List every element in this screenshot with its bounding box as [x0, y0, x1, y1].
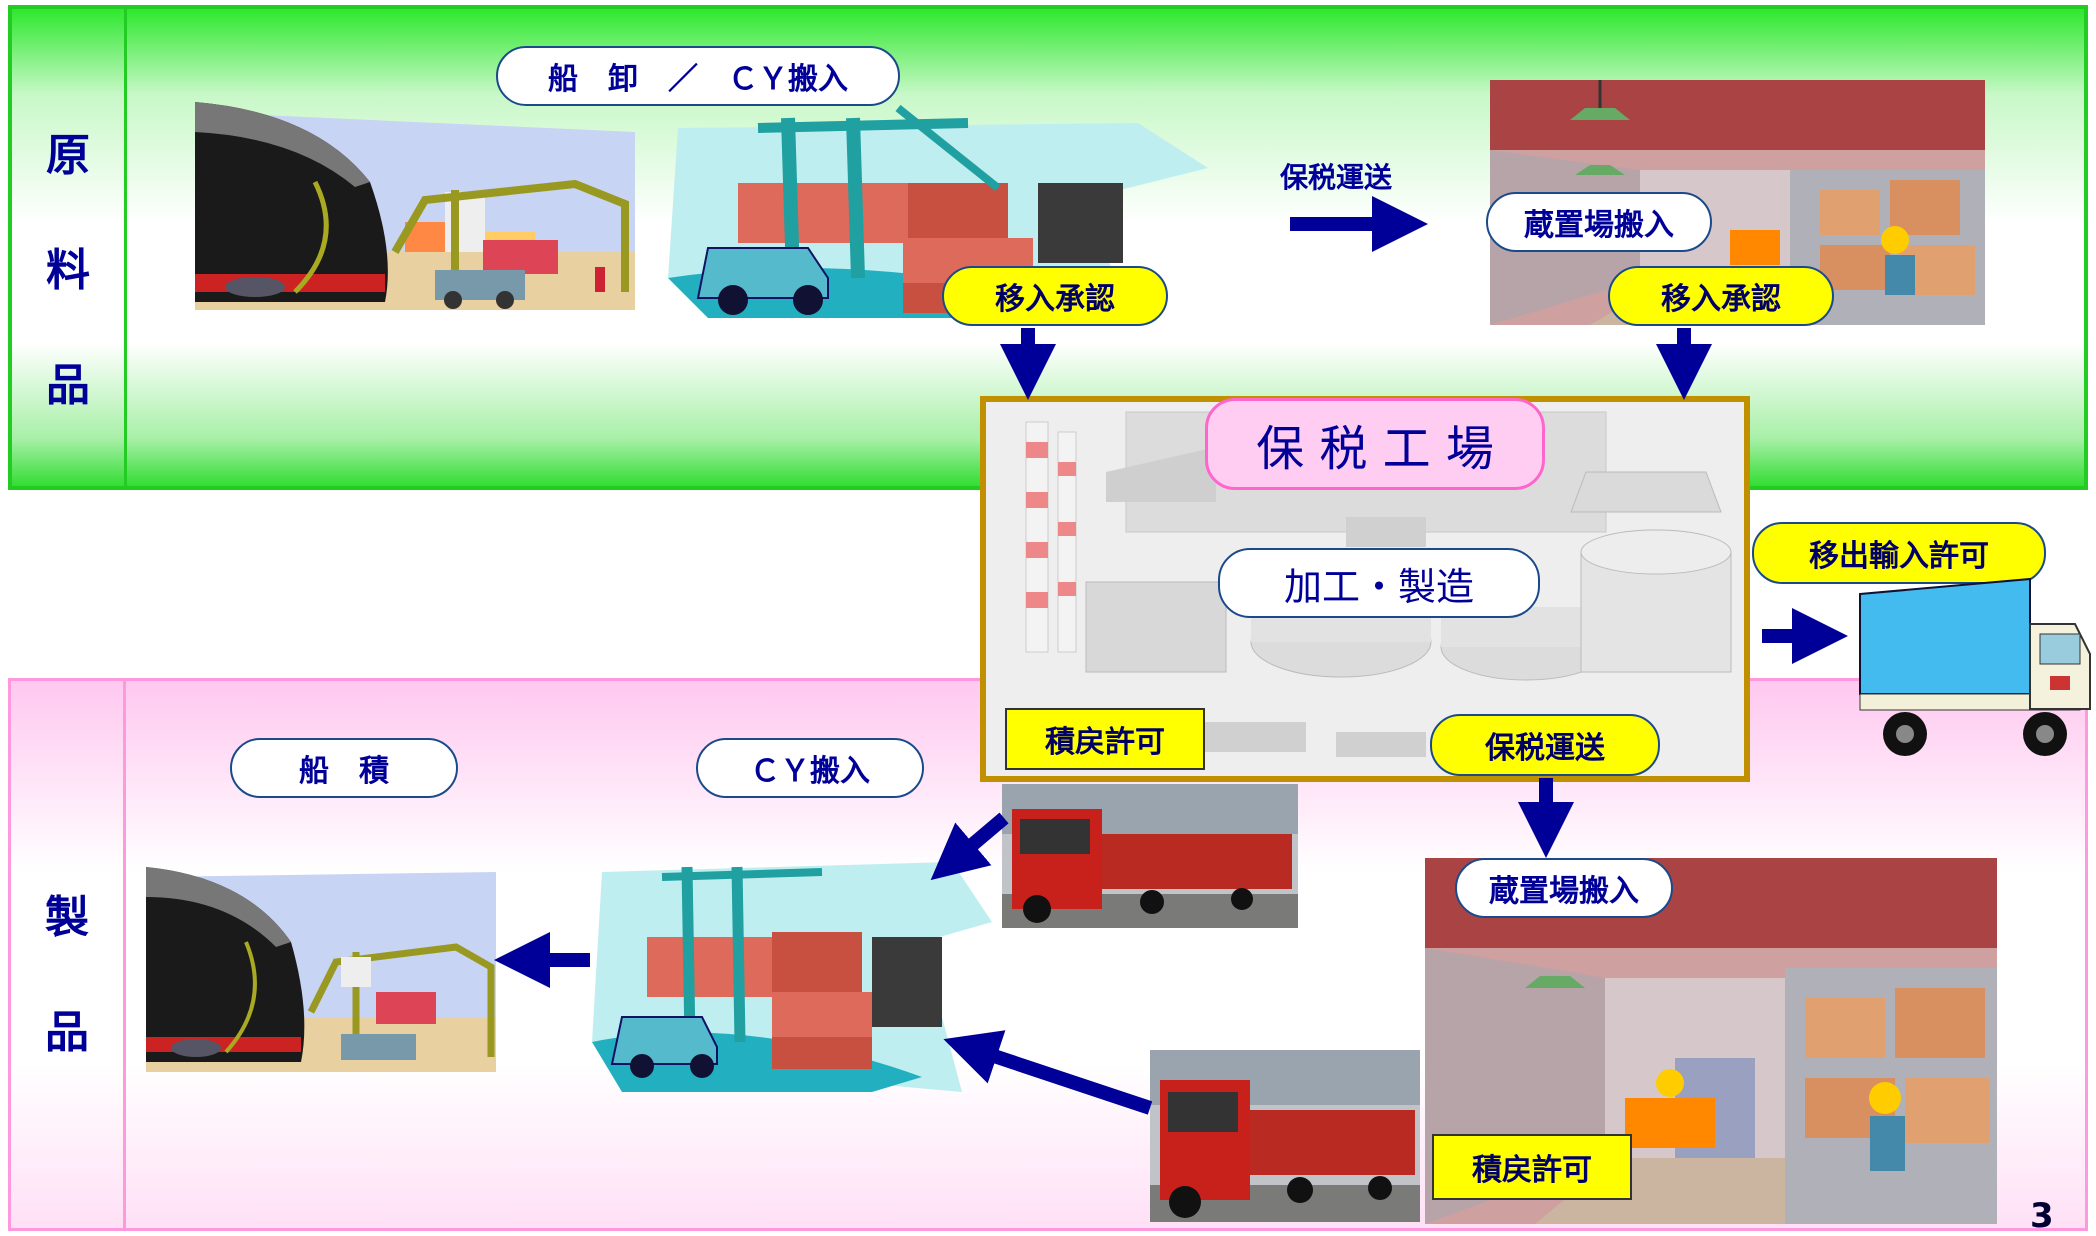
product-label-char-2: 品	[45, 1007, 89, 1058]
product-storage-in-label: 蔵置場搬入	[1455, 858, 1673, 918]
arrow-truck2-to-cy	[943, 1030, 1153, 1115]
raw-label-char-1: 原	[46, 130, 90, 181]
factory-title: 保 税 工 場	[1205, 398, 1545, 490]
arrow-truck1-to-cy	[930, 812, 1009, 881]
factory-reload-permit: 積戻許可	[1005, 708, 1205, 770]
ship-unloading-image	[195, 102, 635, 310]
product-crane-container-image	[592, 862, 992, 1092]
process-label: 加工・製造	[1218, 548, 1540, 618]
factory-bonded-transport: 保税運送	[1430, 714, 1660, 776]
raw-label-char-3: 品	[46, 360, 90, 411]
band-divider	[124, 9, 127, 486]
raw-storage-in-label: 蔵置場搬入	[1486, 192, 1712, 252]
unloading-cy-label: 船 卸 ／ ＣＹ搬入	[496, 46, 900, 106]
truck-photo-2	[1150, 1050, 1420, 1222]
page-number: 3	[2030, 1196, 2054, 1236]
product-label-char-1: 製	[45, 892, 89, 943]
raw-label-char-2: 料	[46, 245, 90, 296]
product-cy-in-label: ＣＹ搬入	[696, 738, 924, 798]
shipping-label: 船 積	[230, 738, 458, 798]
import-permit-label: 移出輸入許可	[1752, 522, 2046, 584]
ship-loading-image	[146, 867, 496, 1072]
raw-bonded-transport-label: 保税運送	[1280, 161, 1393, 194]
truck-photo-1	[1002, 784, 1298, 928]
transfer-approval-2: 移入承認	[1608, 266, 1834, 326]
export-truck-image	[1859, 577, 2091, 756]
band-divider	[123, 681, 126, 1228]
product-reload-permit: 積戻許可	[1432, 1134, 1632, 1200]
transfer-approval-1: 移入承認	[942, 266, 1168, 326]
